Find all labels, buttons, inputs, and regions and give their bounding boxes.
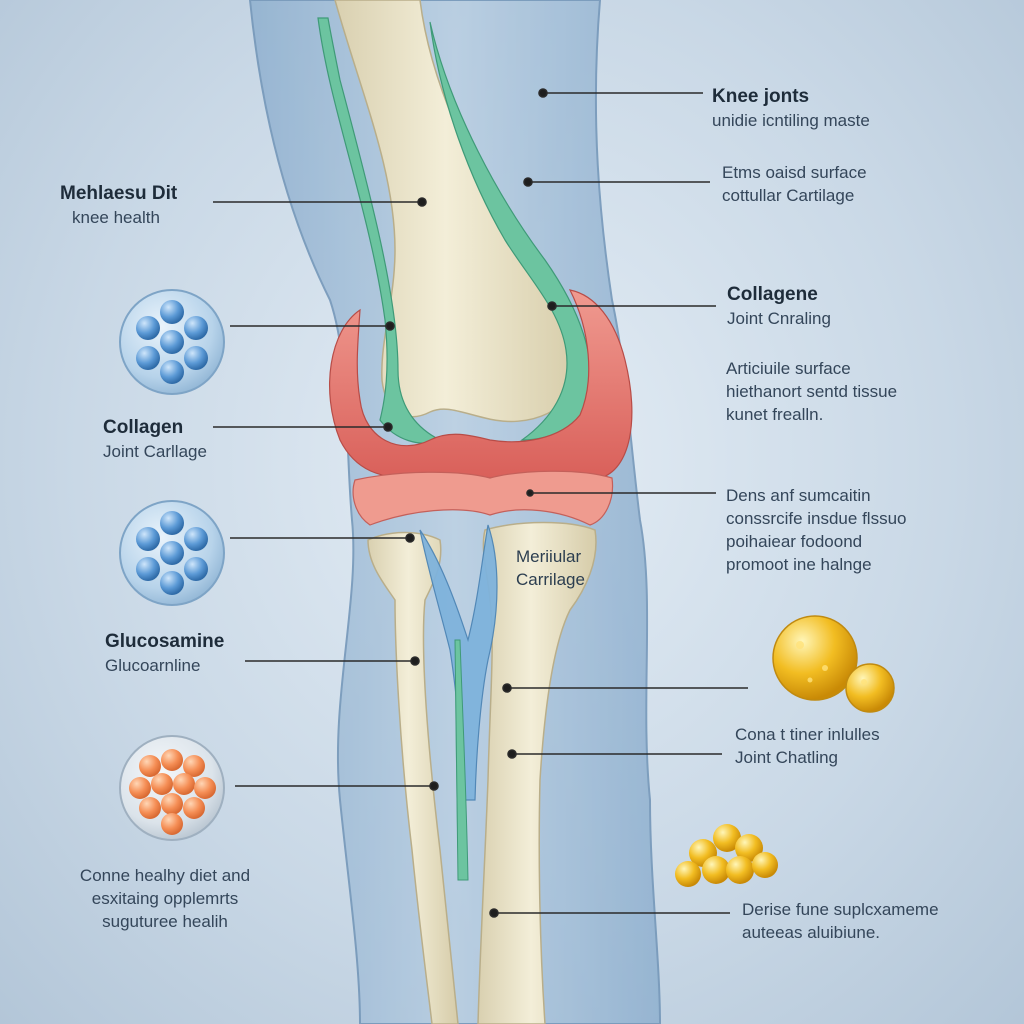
yellow-oil-capsule-icon [845, 663, 895, 713]
label-subtitle: Joint Carllage [103, 442, 207, 461]
blue-molecule-sphere-icon [119, 500, 225, 606]
label-line: Joint Chatling [735, 748, 839, 767]
yellow-pill-cluster-icon [675, 824, 778, 887]
label-line: Cona t tiner inlulles [735, 725, 880, 744]
label-dense-connective: Dens anf sumcaitin conssrcife insdue fls… [726, 484, 906, 576]
label-connective-right: Cona t tiner inlulles Joint Chatling [735, 723, 880, 769]
label-knee-joints: Knee jonts unidie icntiling maste [712, 85, 870, 132]
label-line: Carrilage [516, 570, 585, 589]
label-glucosamine: Glucosamine Glucoarnline [105, 630, 224, 677]
label-meniscus: Meriiular Carrilage [516, 545, 585, 591]
label-line: poihaiear fodoond [726, 532, 863, 551]
label-line: conssrcife insdue flssuo [726, 509, 907, 528]
orange-capsule-sphere-icon [119, 735, 225, 841]
label-supplement: Derise fune suplcxameme auteeas aluibiun… [742, 898, 939, 944]
quadriceps-tendon-right [429, 21, 592, 441]
label-line: hiethanort sentd tissue [726, 382, 898, 401]
label-healthy-diet: Conne healhy diet and esxitaing opplemrt… [55, 864, 275, 933]
label-dense-surface: Etms oaisd surface cottullar Cartilage [722, 161, 867, 207]
label-line: Derise fune suplcxameme [742, 900, 939, 919]
label-title: Knee jonts [712, 86, 810, 107]
meniscus-cartilage [352, 470, 614, 526]
leader-lines [213, 88, 748, 918]
label-line: Articiuile surface [726, 359, 851, 378]
label-title: Glucosamine [105, 631, 225, 652]
label-line: suguturee healih [102, 912, 228, 931]
label-line: kunet frealln. [726, 405, 824, 424]
blue-molecule-sphere-icon [119, 289, 225, 395]
joint-capsule [329, 289, 633, 479]
label-subtitle: Glucoarnline [105, 656, 201, 675]
label-line: cottullar Cartilage [722, 186, 855, 205]
label-line: promoot ine halnge [726, 555, 872, 574]
label-diet-health: Mehlaesu Dit knee health [60, 182, 177, 229]
label-line: Etms oaisd surface [722, 163, 867, 182]
label-line: esxitaing opplemrts [91, 889, 239, 908]
label-articular-surface: Articiuile surface hiethanort sentd tiss… [726, 357, 897, 426]
label-title: Collagen [103, 417, 184, 438]
label-line: Dens anf sumcaitin [726, 486, 871, 505]
label-title: Mehlaesu Dit [60, 183, 178, 204]
label-line: Meriiular [516, 547, 582, 566]
label-line: Conne healhy diet and [79, 866, 251, 885]
yellow-oil-capsule-icon [772, 615, 858, 701]
tibia-bone [477, 521, 597, 1024]
patellar-ligament-green [454, 639, 469, 881]
label-line: auteeas aluibiune. [742, 923, 881, 942]
label-title: Collagene [727, 284, 818, 305]
label-subtitle: unidie icntiling maste [712, 111, 870, 130]
label-collagen: Collagen Joint Carllage [103, 416, 207, 463]
label-subtitle: Joint Cnraling [727, 309, 831, 328]
label-collagene: Collagene Joint Cnraling [727, 283, 831, 330]
label-subtitle: knee health [72, 208, 160, 227]
